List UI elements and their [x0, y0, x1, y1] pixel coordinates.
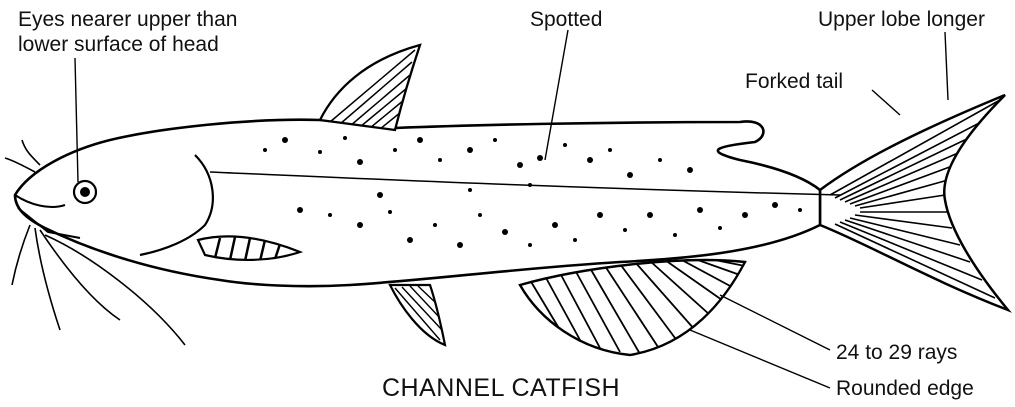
eye — [74, 181, 96, 203]
label-upper-lobe: Upper lobe longer — [818, 8, 985, 32]
pelvic-fin — [390, 285, 445, 345]
leader-rays — [720, 295, 830, 350]
leader-upper-lobe — [945, 32, 948, 100]
leader-rounded-edge — [690, 330, 830, 388]
diagram-title: CHANNEL CATFISH — [382, 374, 620, 403]
label-spotted: Spotted — [530, 8, 602, 32]
label-eyes-line2: lower surface of head — [18, 33, 219, 57]
tail-fin — [820, 95, 1008, 310]
label-rays: 24 to 29 rays — [836, 341, 957, 365]
label-rounded-edge: Rounded edge — [836, 377, 974, 401]
leader-forked-tail — [872, 90, 900, 115]
label-forked-tail: Forked tail — [745, 70, 843, 94]
label-eyes-line1: Eyes nearer upper than — [18, 8, 237, 32]
dorsal-fin — [320, 45, 420, 130]
anal-fin — [520, 259, 745, 355]
